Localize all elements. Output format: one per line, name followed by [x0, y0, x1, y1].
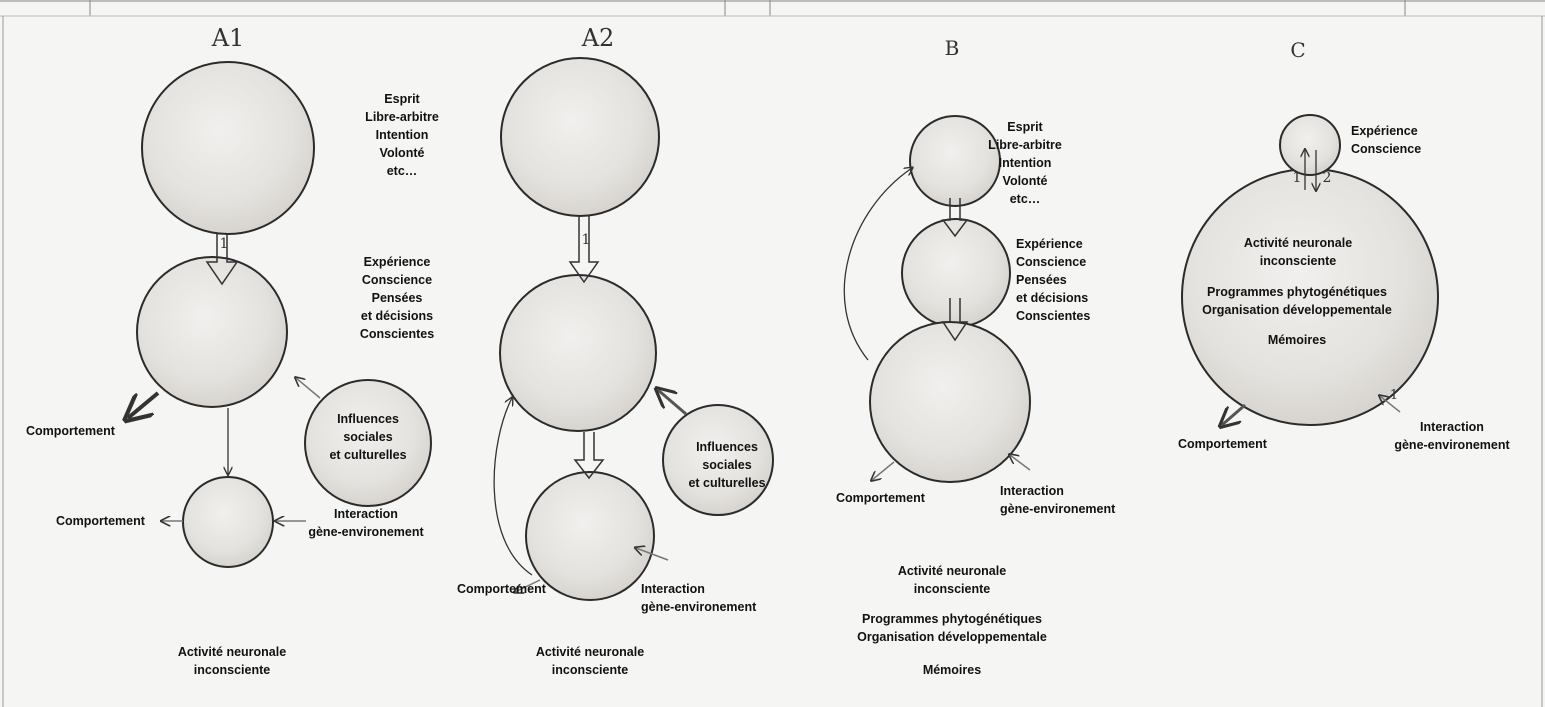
- b-top-bubble: [910, 116, 1000, 206]
- b-middle-label: Expérience Conscience Pensées et décisio…: [1016, 235, 1090, 325]
- a1-behavior-arrow: [128, 393, 158, 418]
- a2-bottom-label: Activité neuronale inconsciente: [536, 643, 644, 679]
- b-programs-label: Programmes phytogénétiques Organisation …: [857, 610, 1047, 646]
- a2-behavior-label: Comportement: [457, 580, 546, 598]
- a1-top-label: Esprit Libre-arbitre Intention Volonté e…: [365, 90, 439, 180]
- a1-arrow-number: 1: [220, 236, 229, 252]
- a1-behavior-bottom-label: Comportement: [56, 512, 145, 530]
- a1-influences-arrow: [296, 378, 320, 398]
- a2-title: A2: [582, 24, 615, 52]
- b-memory-label: Mémoires: [923, 661, 981, 679]
- c-top-label: Expérience Conscience: [1351, 122, 1421, 158]
- a2-influences-label: Influences sociales et culturelles: [688, 438, 765, 492]
- a1-title: A1: [212, 24, 245, 52]
- a2-interaction-label: Interaction gène-environement: [641, 580, 756, 616]
- a2-middle-bubble: [500, 275, 656, 431]
- b-behavior-label: Comportement: [836, 489, 925, 507]
- c-behavior-arrow: [1222, 405, 1245, 425]
- a1-bottom-bubble: [183, 477, 273, 567]
- a2-top-bubble: [501, 58, 659, 216]
- c-title: C: [1290, 38, 1305, 62]
- c-arrow-down-number: 2: [1323, 170, 1332, 186]
- a2-influences-arrow: [658, 390, 686, 414]
- a1-bottom-label: Activité neuronale inconsciente: [178, 643, 286, 679]
- a2-down-arrow: [570, 216, 598, 282]
- c-memory-label: Mémoires: [1268, 331, 1326, 349]
- c-behavior-label: Comportement: [1178, 435, 1267, 453]
- a1-interaction-label: Interaction gène-environement: [308, 505, 423, 541]
- a1-middle-label: Expérience Conscience Pensées et décisio…: [360, 253, 434, 343]
- c-small-bubble: [1280, 115, 1340, 175]
- b-bottom-label: Activité neuronale inconsciente: [898, 562, 1006, 598]
- b-title: B: [945, 36, 960, 60]
- panel-a2: [494, 58, 773, 600]
- b-behavior-arrow: [872, 462, 894, 480]
- b-interaction-label: Interaction gène-environement: [1000, 482, 1115, 518]
- a2-arrow-number: 1: [582, 232, 591, 248]
- b-interaction-arrow: [1010, 455, 1030, 470]
- b-bottom-bubble: [870, 322, 1030, 482]
- c-programs-label: Programmes phytogénétiques Organisation …: [1202, 283, 1392, 319]
- a1-middle-bubble: [137, 257, 287, 407]
- a1-top-bubble: [142, 62, 314, 234]
- c-input-arrow-number: 1: [1390, 388, 1398, 403]
- c-interaction-label: Interaction gène-environement: [1394, 418, 1509, 454]
- b-top-label: Esprit Libre-arbitre Intention Volonté e…: [988, 118, 1062, 208]
- panel-c: [1182, 115, 1438, 425]
- c-arrow-up-number: 1: [1293, 170, 1302, 186]
- c-inner-label: Activité neuronale inconsciente: [1244, 234, 1352, 270]
- a1-behavior-label: Comportement: [26, 422, 115, 440]
- a1-influences-label: Influences sociales et culturelles: [329, 410, 406, 464]
